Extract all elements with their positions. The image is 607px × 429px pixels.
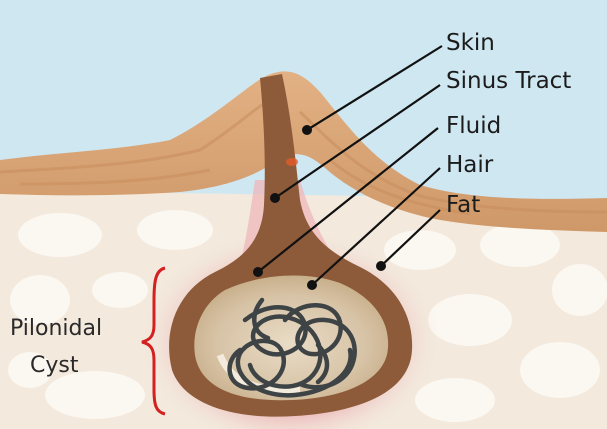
label-fat: Fat [446,192,480,218]
dot-skin [302,125,312,135]
dot-fat [376,261,386,271]
dot-hair [307,280,317,290]
label-cyst-line2: Cyst [30,353,79,378]
label-sinus-tract: Sinus Tract [446,68,571,94]
cyst-interior [194,275,388,400]
label-hair: Hair [446,152,494,178]
label-skin: Skin [446,30,495,56]
label-fluid: Fluid [446,113,501,139]
dot-fluid [253,267,263,277]
label-cyst-line1: Pilonidal [10,316,102,341]
inflamed-spot [286,158,298,166]
dot-sinus-tract [270,193,280,203]
